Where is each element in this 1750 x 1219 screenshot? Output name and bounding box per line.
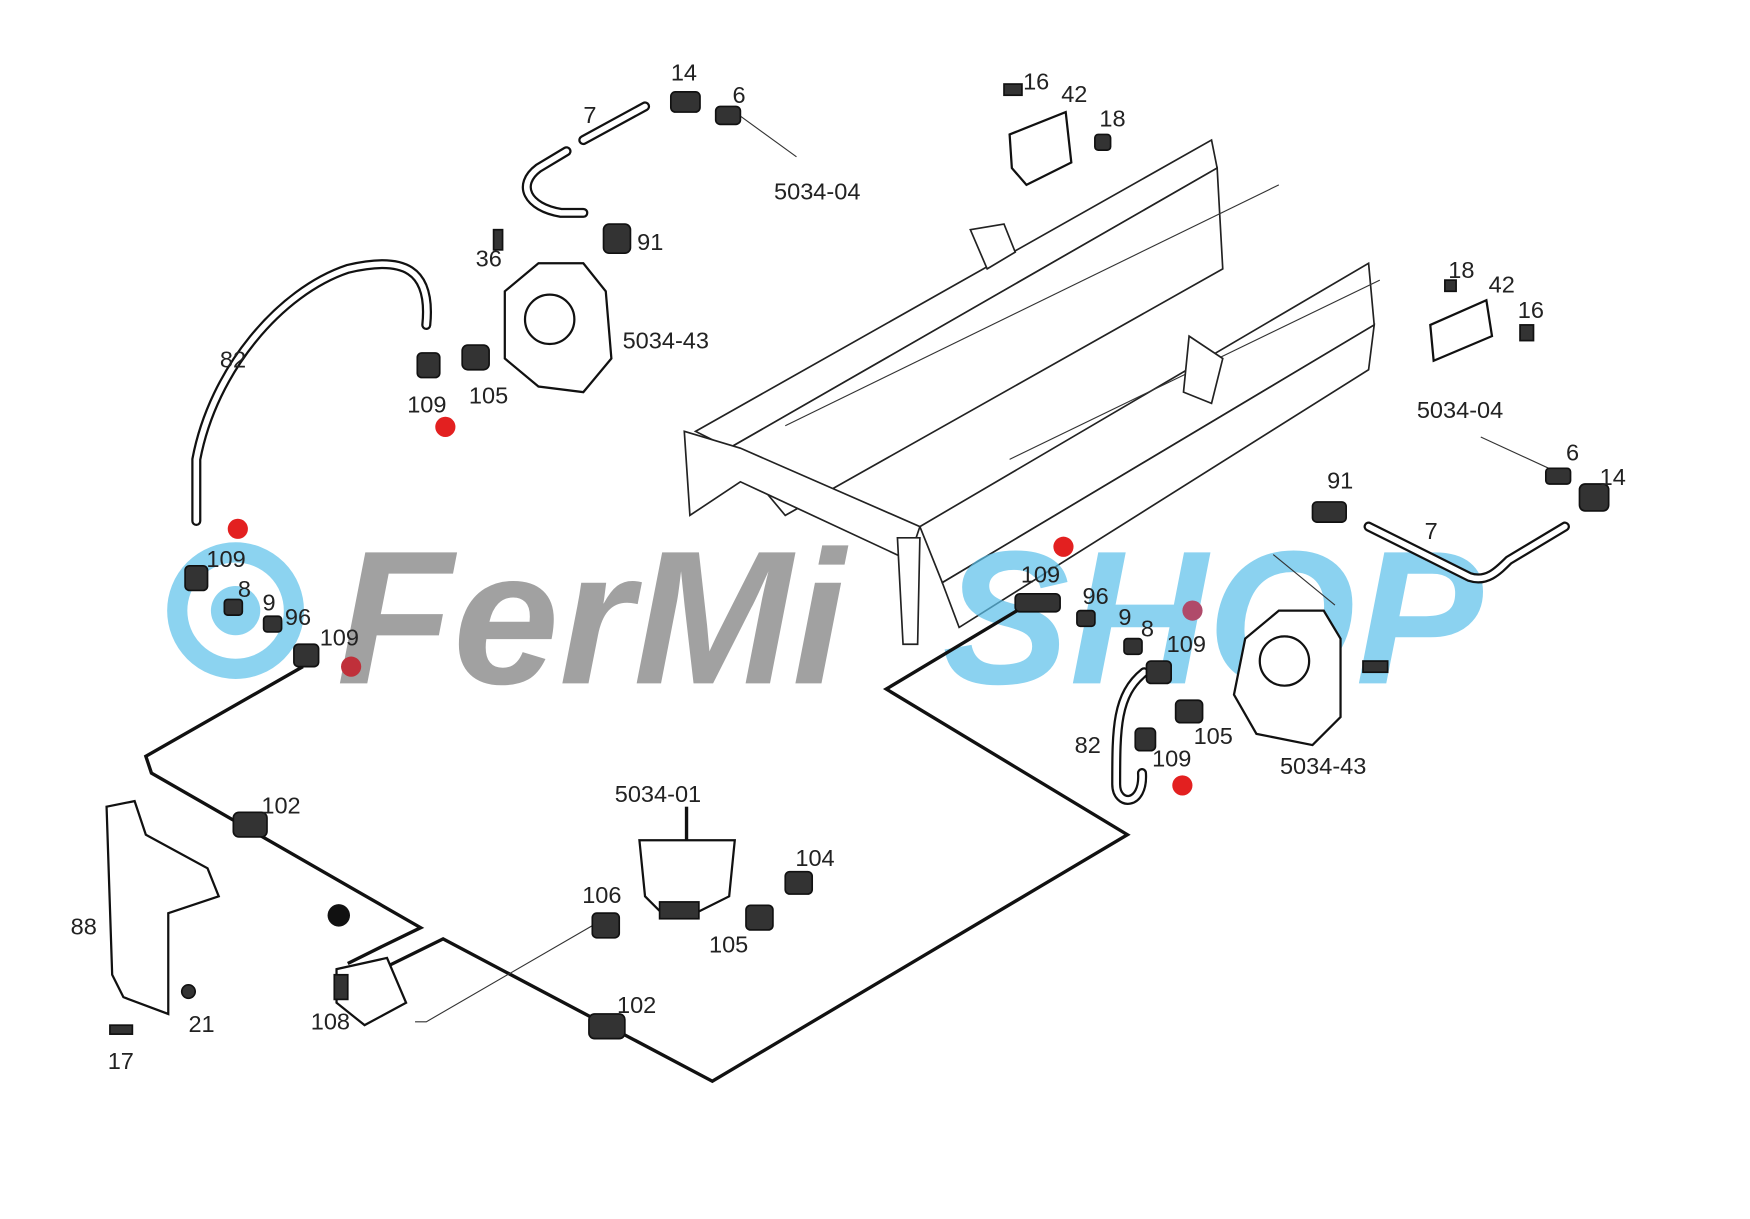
hose-7-top: [521, 101, 651, 218]
part-label: 105: [469, 382, 508, 408]
part-label: 14: [1600, 464, 1626, 490]
marker-dot: [341, 656, 362, 677]
part-label: 18: [1099, 106, 1125, 132]
part-label: 42: [1061, 81, 1087, 107]
part-label: 9: [263, 590, 276, 616]
part-label: 5034-43: [623, 327, 709, 353]
valve-5034-01: [638, 806, 737, 920]
part-label: 5034-43: [1280, 753, 1366, 779]
part-label: 7: [583, 102, 596, 128]
part-label: 88: [71, 913, 97, 939]
valve-5034-43-left: [503, 262, 613, 394]
part-label: 102: [261, 792, 300, 818]
part-label: 109: [206, 546, 245, 572]
part-label: 109: [1152, 745, 1191, 771]
part-label: 105: [1194, 723, 1233, 749]
part-label: 106: [582, 882, 621, 908]
part-label: 105: [709, 931, 748, 957]
fittings: [109, 83, 1610, 1040]
part-label: 109: [407, 391, 446, 417]
part-label: 8: [238, 576, 251, 602]
part-label: 5034-01: [615, 781, 701, 807]
watermark: FerMi SHOP: [167, 512, 1484, 725]
part-label: 17: [108, 1048, 134, 1074]
hose-7-right: [1363, 521, 1570, 584]
part-label: 82: [220, 347, 246, 373]
part-label: 8: [1141, 615, 1154, 641]
part-label: 6: [1566, 439, 1579, 465]
part-labels: 14 6 7 5034-04 91 36 5034-43 82 109 105 …: [71, 60, 1626, 1074]
part-label: 14: [671, 60, 697, 86]
part-label: 109: [1021, 562, 1060, 588]
part-label: 91: [1327, 468, 1353, 494]
marker-dot: [1053, 536, 1074, 557]
part-label: 16: [1023, 69, 1049, 95]
part-label: 102: [617, 992, 656, 1018]
part-label: 109: [320, 624, 359, 650]
part-label: 16: [1518, 297, 1544, 323]
part-label: 108: [311, 1009, 350, 1035]
part-label: 96: [1083, 583, 1109, 609]
part-label: 5034-04: [1417, 397, 1503, 423]
part-label: 9: [1118, 604, 1131, 630]
part-label: 91: [637, 229, 663, 255]
part-label: 7: [1425, 518, 1438, 544]
marker-dot: [227, 518, 248, 539]
part-label: 104: [795, 845, 834, 871]
marker-dot: [435, 416, 456, 437]
part-label: 5034-04: [774, 178, 860, 204]
bracket-88: [105, 799, 221, 1016]
brake-pipes: [143, 111, 1554, 1084]
part-label: 6: [733, 82, 746, 108]
part-label: 109: [1167, 631, 1206, 657]
hose-82-right: [1111, 667, 1150, 805]
chassis-frame: [683, 138, 1381, 646]
part-label: 42: [1489, 271, 1515, 297]
watermark-shop: SHOP: [942, 512, 1483, 725]
bracket-42-right: [1429, 298, 1494, 363]
part-label: 21: [188, 1011, 214, 1037]
part-label: 36: [476, 246, 502, 272]
markers: [227, 416, 1203, 927]
fitting-108: [333, 956, 408, 1027]
watermark-fermi: FerMi: [337, 512, 850, 725]
valve-5034-43-right: [1232, 609, 1342, 747]
part-label: 82: [1075, 732, 1101, 758]
marker-dot: [1172, 775, 1193, 796]
marker-dot: [1182, 600, 1203, 621]
part-label: 18: [1448, 257, 1474, 283]
part-label: 96: [285, 604, 311, 630]
bracket-42-top: [1008, 110, 1073, 187]
hose-82-left: [191, 259, 433, 527]
marker-dot-black: [327, 904, 350, 927]
